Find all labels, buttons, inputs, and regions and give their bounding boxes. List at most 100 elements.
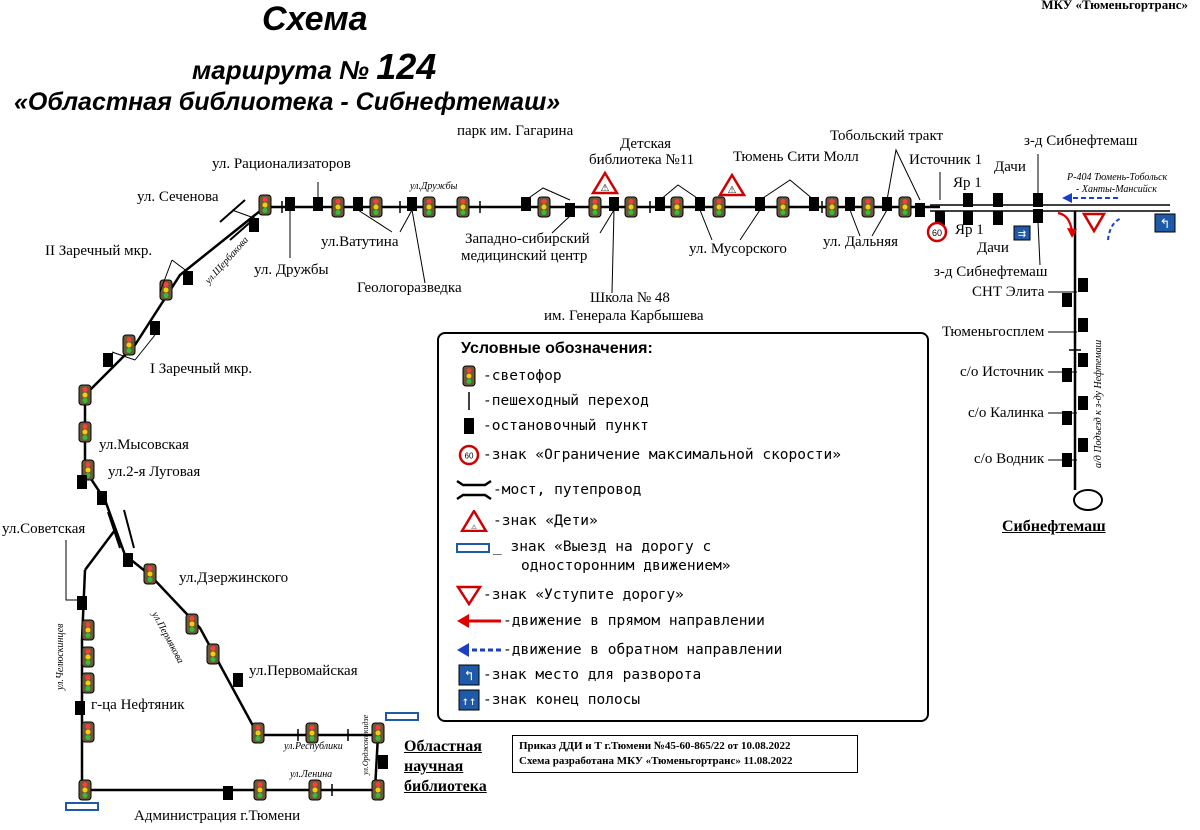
stop-icon: [1062, 368, 1072, 382]
traffic-light-icon: [456, 196, 470, 218]
forward-arrow-icon: [457, 614, 501, 628]
organization-name: МКУ «Тюменьгортранс»: [1041, 0, 1188, 12]
stop-icon: [1078, 278, 1088, 292]
legend-one-way-cont: односторонним движением»: [521, 558, 731, 574]
stop-label-school-2: им. Генерала Карбышева: [544, 308, 704, 324]
stop-icon: [521, 197, 531, 211]
traffic-light-icon: [258, 194, 272, 216]
stop-icon: [809, 197, 819, 211]
legend-stop-point: -остановочный пункт: [455, 415, 649, 437]
traffic-light-icon: [78, 779, 92, 801]
stop-icon: [123, 553, 133, 567]
legend-title: Условные обозначения:: [461, 340, 653, 357]
stop-icon: [655, 197, 665, 211]
u-turn-sign-icon: ↰: [458, 664, 480, 686]
stop-label-so-istochnik: с/о Источник: [960, 364, 1044, 380]
stop-icon: [77, 475, 87, 489]
traffic-light-icon: [537, 196, 551, 218]
crosswalk-icon: [468, 392, 470, 410]
traffic-light-icon: [305, 722, 319, 744]
traffic-light-icon: [825, 196, 839, 218]
stop-label-vatutina: ул.Ватутина: [321, 234, 399, 250]
stop-label-tyumengosplem: Тюменьгосплем: [942, 324, 1045, 340]
traffic-light-icon: [712, 196, 726, 218]
turnaround-loop: [1073, 489, 1103, 511]
map-legend: Условные обозначения: -светофор -пешеход…: [437, 332, 929, 722]
terminal-library-line-2: научная: [404, 758, 464, 775]
street-label-chelyuskintsev: ул.Челюскинцев: [55, 623, 66, 691]
order-line-1: Приказ ДДИ и Т г.Тюмени №45-60-865/22 от…: [519, 740, 791, 752]
svg-text:60: 60: [465, 452, 474, 461]
terminal-sibneftemash: Сибнефтемаш: [1002, 518, 1106, 535]
order-note: Приказ ДДИ и Т г.Тюмени №45-60-865/22 от…: [512, 735, 858, 773]
stop-label-zd-sibneftemash-top: з-д Сибнефтемаш: [1024, 133, 1138, 149]
stop-icon: [993, 211, 1003, 225]
stop-icon: [353, 197, 363, 211]
legend-bridge: -мост, путепровод: [455, 477, 641, 503]
legend-give-way: -знак «Уступите дорогу»: [455, 584, 684, 606]
traffic-light-icon: [624, 196, 638, 218]
stop-label-dachi-top: Дачи: [994, 159, 1026, 175]
forward-direction-arrow: [1057, 211, 1077, 238]
stop-icon: [77, 596, 87, 610]
stop-icon: [150, 321, 160, 335]
stop-icon: [1033, 193, 1043, 207]
traffic-light-icon: [81, 619, 95, 641]
stop-icon: [993, 193, 1003, 207]
street-label-highway-2: - Ханты-Мансийск: [1076, 184, 1157, 195]
traffic-light-icon: [898, 196, 912, 218]
stop-label-zarechny-1: I Заречный мкр.: [150, 361, 253, 377]
stop-icon: [1062, 293, 1072, 307]
label-leaders: [65, 148, 1077, 601]
svg-text:↑↑: ↑↑: [462, 694, 476, 708]
legend-forward: -движение в прямом направлении: [455, 610, 765, 632]
stop-label-med-center-2: медицинский центр: [461, 248, 588, 264]
traffic-light-icon: [251, 722, 265, 744]
stop-icon: [183, 271, 193, 285]
one-way-exit-sign-icon: ⇉: [1013, 225, 1031, 241]
stop-icon: [755, 197, 765, 211]
stop-icon: [915, 203, 925, 217]
stop-label-dzerzhinskogo: ул.Дзержинского: [179, 570, 289, 586]
children-sign-icon: [718, 173, 746, 198]
stop-label-zarechny-2: II Заречный мкр.: [45, 243, 153, 259]
stop-label-racionalizatorov: ул. Рационализаторов: [212, 156, 351, 172]
stop-label-dachi-bottom: Дачи: [977, 240, 1009, 256]
children-sign-icon: ⚠: [459, 510, 489, 532]
route-name: «Областная библиотека - Сибнефтемаш»: [14, 88, 561, 116]
stop-label-yar1-top: Яр 1: [953, 175, 982, 191]
terminal-library-line-3: библиотека: [404, 778, 487, 795]
traffic-light-icon: [81, 721, 95, 743]
route-number-line: маршрута № 124: [192, 46, 436, 88]
stop-label-snt-elita: СНТ Элита: [972, 284, 1045, 300]
svg-text:⚠: ⚠: [471, 522, 477, 532]
stop-icon: [845, 197, 855, 211]
terminal-library-line-1: Областная: [404, 738, 482, 755]
stop-label-zd-sibneftemash-bottom: з-д Сибнефтемаш: [934, 264, 1048, 280]
traffic-light-icon: [462, 365, 476, 387]
traffic-light-icon: [78, 384, 92, 406]
stop-icon: [249, 218, 259, 232]
children-sign-icon: [591, 171, 619, 196]
traffic-light-icon: [861, 196, 875, 218]
give-way-sign-icon: [455, 585, 483, 606]
stop-label-city-mall: Тюмень Сити Молл: [733, 149, 859, 165]
stop-label-druzhby: ул. Дружбы: [254, 262, 329, 278]
street-label-druzhby: ул.Дружбы: [410, 181, 458, 192]
legend-speed-limit: 60-знак «Ограничение максимальной скорос…: [455, 444, 841, 466]
traffic-light-icon: [143, 563, 157, 585]
traffic-light-icon: [588, 196, 602, 218]
stop-icon: [1078, 318, 1088, 332]
stop-label-sovetskaya: ул.Советская: [2, 521, 86, 537]
stop-label-tobolsky-trakt: Тобольский тракт: [830, 128, 944, 144]
traffic-light-icon: [78, 421, 92, 443]
svg-text:↰: ↰: [1160, 216, 1171, 231]
stop-icon: [103, 353, 113, 367]
bridge-icon: [456, 479, 492, 501]
stop-label-lugovaya: ул.2-я Луговая: [108, 464, 201, 480]
traffic-light-icon: [670, 196, 684, 218]
one-way-road-sign-icon: [385, 712, 419, 721]
one-way-road-sign-icon: [456, 543, 490, 553]
legend-lane-end: ↑↑-знак конец полосы: [455, 689, 640, 711]
pedestrian-crossings: [281, 201, 1081, 796]
